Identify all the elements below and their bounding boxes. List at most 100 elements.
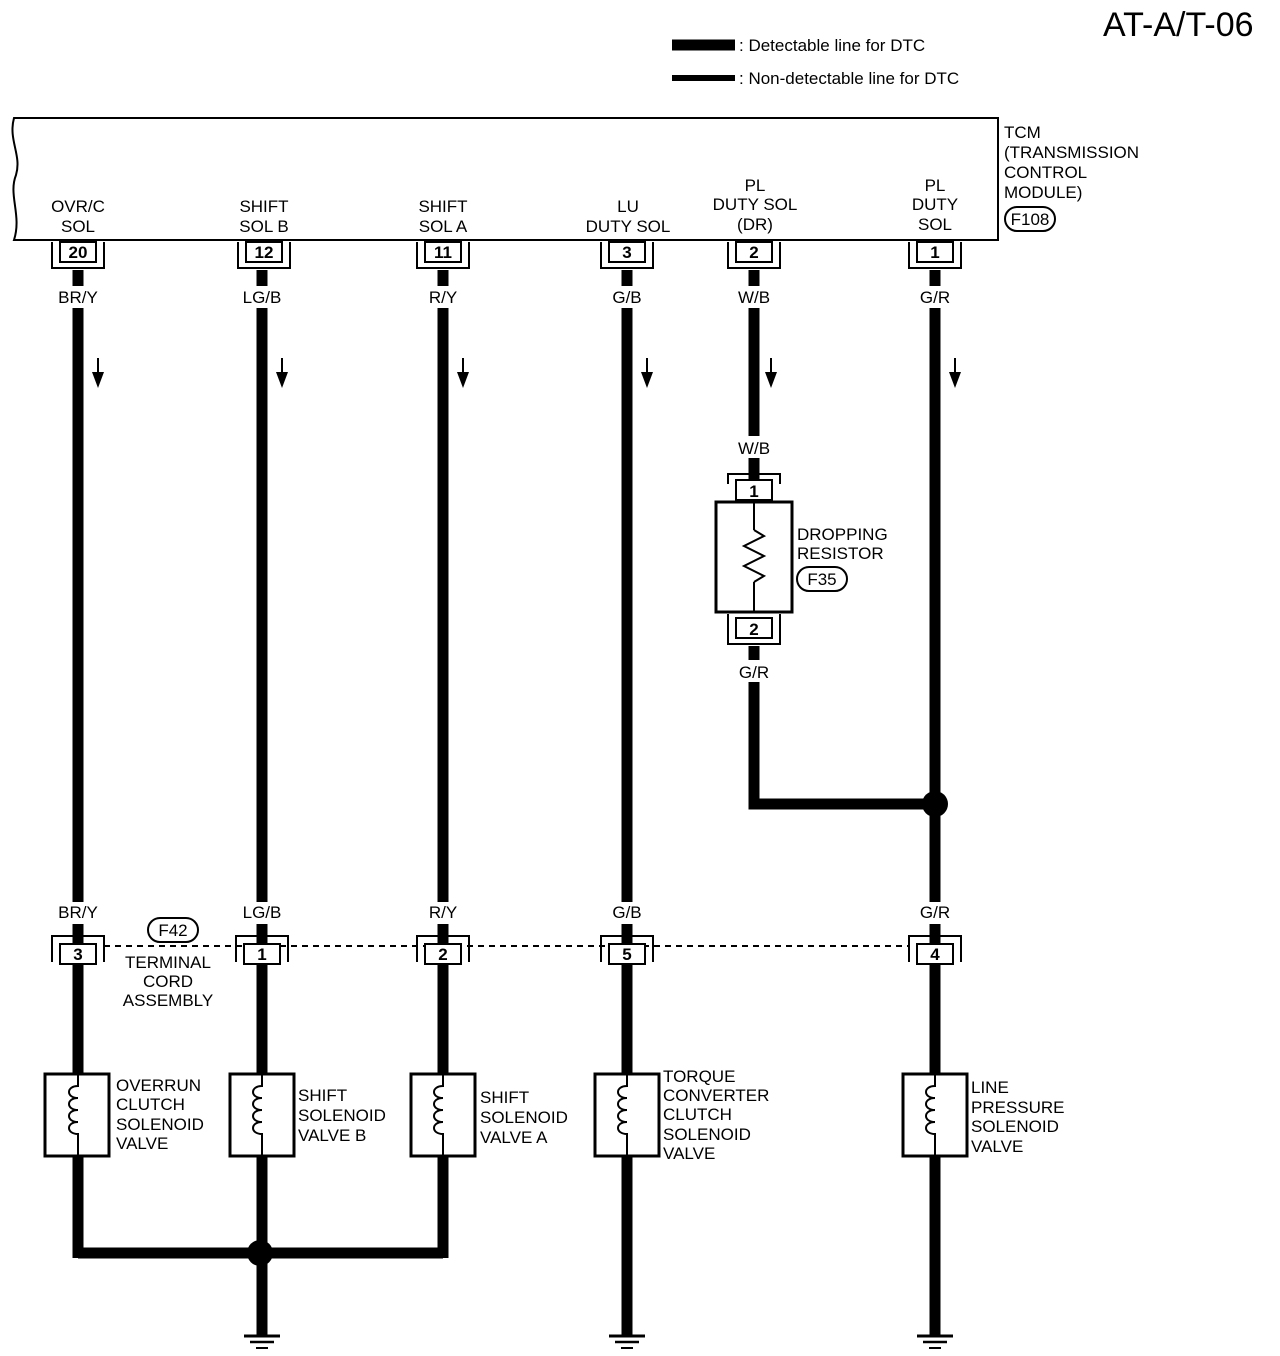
coil-icon [617, 1074, 628, 1156]
wires [72, 270, 941, 1335]
splice-dot [922, 791, 948, 817]
tcm-name: TCM (TRANSMISSION CONTROL MODULE) [1004, 123, 1139, 202]
solenoid-name: VALVE A [480, 1128, 548, 1147]
wire-color-label: BR/Y [58, 903, 98, 922]
tcm-name-line: CONTROL [1004, 163, 1087, 182]
connector-pin: 4 [908, 935, 962, 965]
connector-pin: 3 [51, 935, 105, 965]
resistor-name: RESISTOR [797, 544, 884, 563]
pin-number: 4 [930, 945, 940, 964]
tcm-terminal-label: PL [925, 176, 946, 195]
wire-g-r-resistor [748, 646, 935, 810]
signal-arrows [92, 358, 961, 388]
solenoid-name: PRESSURE [971, 1098, 1065, 1117]
solenoid-valve-shift-b: SHIFT SOLENOID VALVE B [228, 1072, 386, 1158]
pin-number: 2 [438, 945, 447, 964]
solenoid-name: VALVE [971, 1137, 1023, 1156]
tcm-terminal-label: DUTY [912, 195, 958, 214]
solenoid-name: VALVE [116, 1134, 168, 1153]
solenoid-name: SOLENOID [480, 1108, 568, 1127]
solenoid-name: SHIFT [298, 1086, 347, 1105]
wire-color-label: LG/B [243, 903, 282, 922]
tcm-terminal-label: SOL B [239, 217, 288, 236]
cord-connector-id: F42 [158, 921, 187, 940]
ground-icon [917, 1334, 953, 1349]
solenoid-name: VALVE [663, 1144, 715, 1163]
terminal-cord-assembly: BR/Y LG/B R/Y G/B G/R 3 1 2 5 [51, 902, 962, 1012]
legend-detectable-text: : Detectable line for DTC [739, 36, 925, 55]
tcm-name-line: MODULE) [1004, 183, 1082, 202]
solenoid-name: LINE [971, 1078, 1009, 1097]
tcm-terminal-label: PL [745, 176, 766, 195]
solenoid-name: VALVE B [298, 1126, 366, 1145]
tcm-terminal-label: SOL [918, 215, 952, 234]
wire-color-label: R/Y [429, 288, 457, 307]
solenoid-valve-line-pressure: LINE PRESSURE SOLENOID VALVE [901, 1072, 1065, 1158]
solenoid-valve-shift-a: SHIFT SOLENOID VALVE A [409, 1072, 568, 1158]
tcm-connector-badge [1004, 206, 1056, 232]
wire-color-label: G/B [612, 288, 641, 307]
solenoid-name: OVERRUN [116, 1076, 201, 1095]
dropping-resistor: W/B 1 2 G/R DROPPING RESISTOR F35 [714, 436, 888, 682]
connector-pin: 12 [237, 241, 291, 269]
resistor-name: DROPPING [797, 525, 888, 544]
solenoid-name: CLUTCH [116, 1095, 185, 1114]
pin-number: 2 [749, 243, 758, 262]
wire-color-label: G/B [612, 903, 641, 922]
resistor-wire-out: G/R [739, 663, 769, 682]
arrow-down-icon [276, 358, 288, 388]
tcm-terminal-label: DUTY SOL [713, 195, 798, 214]
cord-connector-badge [147, 917, 199, 943]
connector-pin: 1 [908, 241, 962, 269]
tcm-terminal-label: SHIFT [239, 197, 288, 216]
pin-number: 20 [69, 243, 88, 262]
tcm-terminal-label: SHIFT [418, 197, 467, 216]
connector-pin: 2 [416, 935, 470, 965]
resistor-pin-bottom: 2 [749, 620, 758, 639]
resistor-zigzag-icon [741, 529, 767, 583]
pin-number: 12 [255, 243, 274, 262]
resistor-wire-in: W/B [738, 439, 770, 458]
wire-color-label: BR/Y [58, 288, 98, 307]
solenoid-name: TORQUE [663, 1067, 735, 1086]
tcm-terminal-label: SOL [61, 217, 95, 236]
coil-icon [68, 1074, 79, 1156]
cord-name: CORD [143, 972, 193, 991]
wire-color-label: G/R [920, 903, 950, 922]
legend-non-detectable-text: : Non-detectable line for DTC [739, 69, 959, 88]
wire-color-label: LG/B [243, 288, 282, 307]
connector-pin: 20 [51, 241, 105, 269]
splice-dot [247, 1240, 273, 1266]
arrow-down-icon [457, 358, 469, 388]
tcm-terminal-label: SOL A [419, 217, 468, 236]
ground-icon [244, 1334, 280, 1349]
resistor-connector-id: F35 [807, 570, 836, 589]
pin-number: 1 [257, 945, 266, 964]
tcm-name-line: (TRANSMISSION [1004, 143, 1139, 162]
page-code: AT-A/T-06 [1103, 6, 1254, 44]
connector-pin: 5 [600, 935, 654, 965]
tcm-terminal-label: LU [617, 197, 639, 216]
cord-name: ASSEMBLY [123, 991, 213, 1010]
solenoid-valve-torque-converter: TORQUE CONVERTER CLUTCH SOLENOID VALVE [593, 1067, 769, 1163]
wire-color-label: R/Y [429, 903, 457, 922]
solenoid-name: CONVERTER [663, 1086, 769, 1105]
connector-pin: 11 [416, 241, 470, 269]
coil-icon [252, 1074, 263, 1156]
tcm-connector-id: F108 [1011, 210, 1050, 229]
connector-pin: 1 [235, 935, 289, 965]
tcm-box [11, 117, 999, 241]
tcm-terminal-label: (DR) [737, 215, 773, 234]
solenoid-name: SOLENOID [663, 1125, 751, 1144]
arrow-down-icon [641, 358, 653, 388]
resistor-pin-top: 1 [749, 482, 758, 501]
tcm-name-line: TCM [1004, 123, 1041, 142]
cord-name: TERMINAL [125, 953, 211, 972]
solenoid-name: SOLENOID [298, 1106, 386, 1125]
wire-color-label: G/R [920, 288, 950, 307]
coil-icon [433, 1074, 444, 1156]
pin-number: 3 [622, 243, 631, 262]
connector-pin: 3 [600, 241, 654, 269]
ground-icon [609, 1334, 645, 1349]
